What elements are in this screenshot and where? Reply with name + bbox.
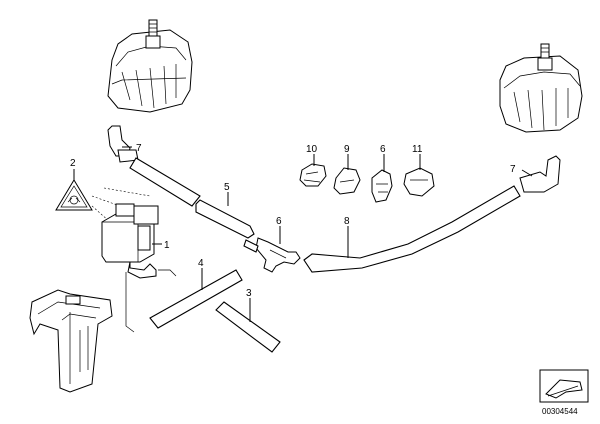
hose-clip-10 xyxy=(299,163,327,187)
callout-1: 1 xyxy=(164,240,170,251)
callout-11: 11 xyxy=(412,144,423,155)
hose-4 xyxy=(149,269,243,329)
hose-clip-6 xyxy=(371,169,393,203)
callout-7-right: 7 xyxy=(510,164,516,175)
callout-4: 4 xyxy=(198,258,204,269)
elbow-fitting-right xyxy=(519,155,561,193)
callout-8: 8 xyxy=(344,216,350,227)
hose-clip-11 xyxy=(403,167,435,197)
callout-6-upper: 6 xyxy=(380,144,386,155)
callout-10: 10 xyxy=(306,144,318,155)
hose-5 xyxy=(195,199,255,239)
hose-3 xyxy=(215,301,281,353)
hose-clip-9 xyxy=(333,167,361,195)
hose-upper-left xyxy=(129,157,201,207)
callout-5: 5 xyxy=(224,182,230,193)
vacuum-valve xyxy=(101,203,159,279)
callout-3: 3 xyxy=(246,288,252,299)
hose-short-connector xyxy=(243,239,259,253)
reference-arrow-icon xyxy=(539,369,589,403)
callout-6-lower: 6 xyxy=(276,216,282,227)
callout-7-left: 7 xyxy=(136,143,142,154)
warning-label-icon xyxy=(55,179,93,211)
mounting-bracket xyxy=(29,289,113,393)
engine-mount-left xyxy=(107,19,193,113)
engine-mount-right xyxy=(499,43,583,133)
hose-8 xyxy=(303,185,521,273)
diagram-part-number: 00304544 xyxy=(542,407,578,416)
callout-9: 9 xyxy=(344,144,350,155)
t-fitting xyxy=(255,237,301,273)
callout-2: 2 xyxy=(70,158,76,169)
elbow-fitting-left xyxy=(107,125,139,163)
